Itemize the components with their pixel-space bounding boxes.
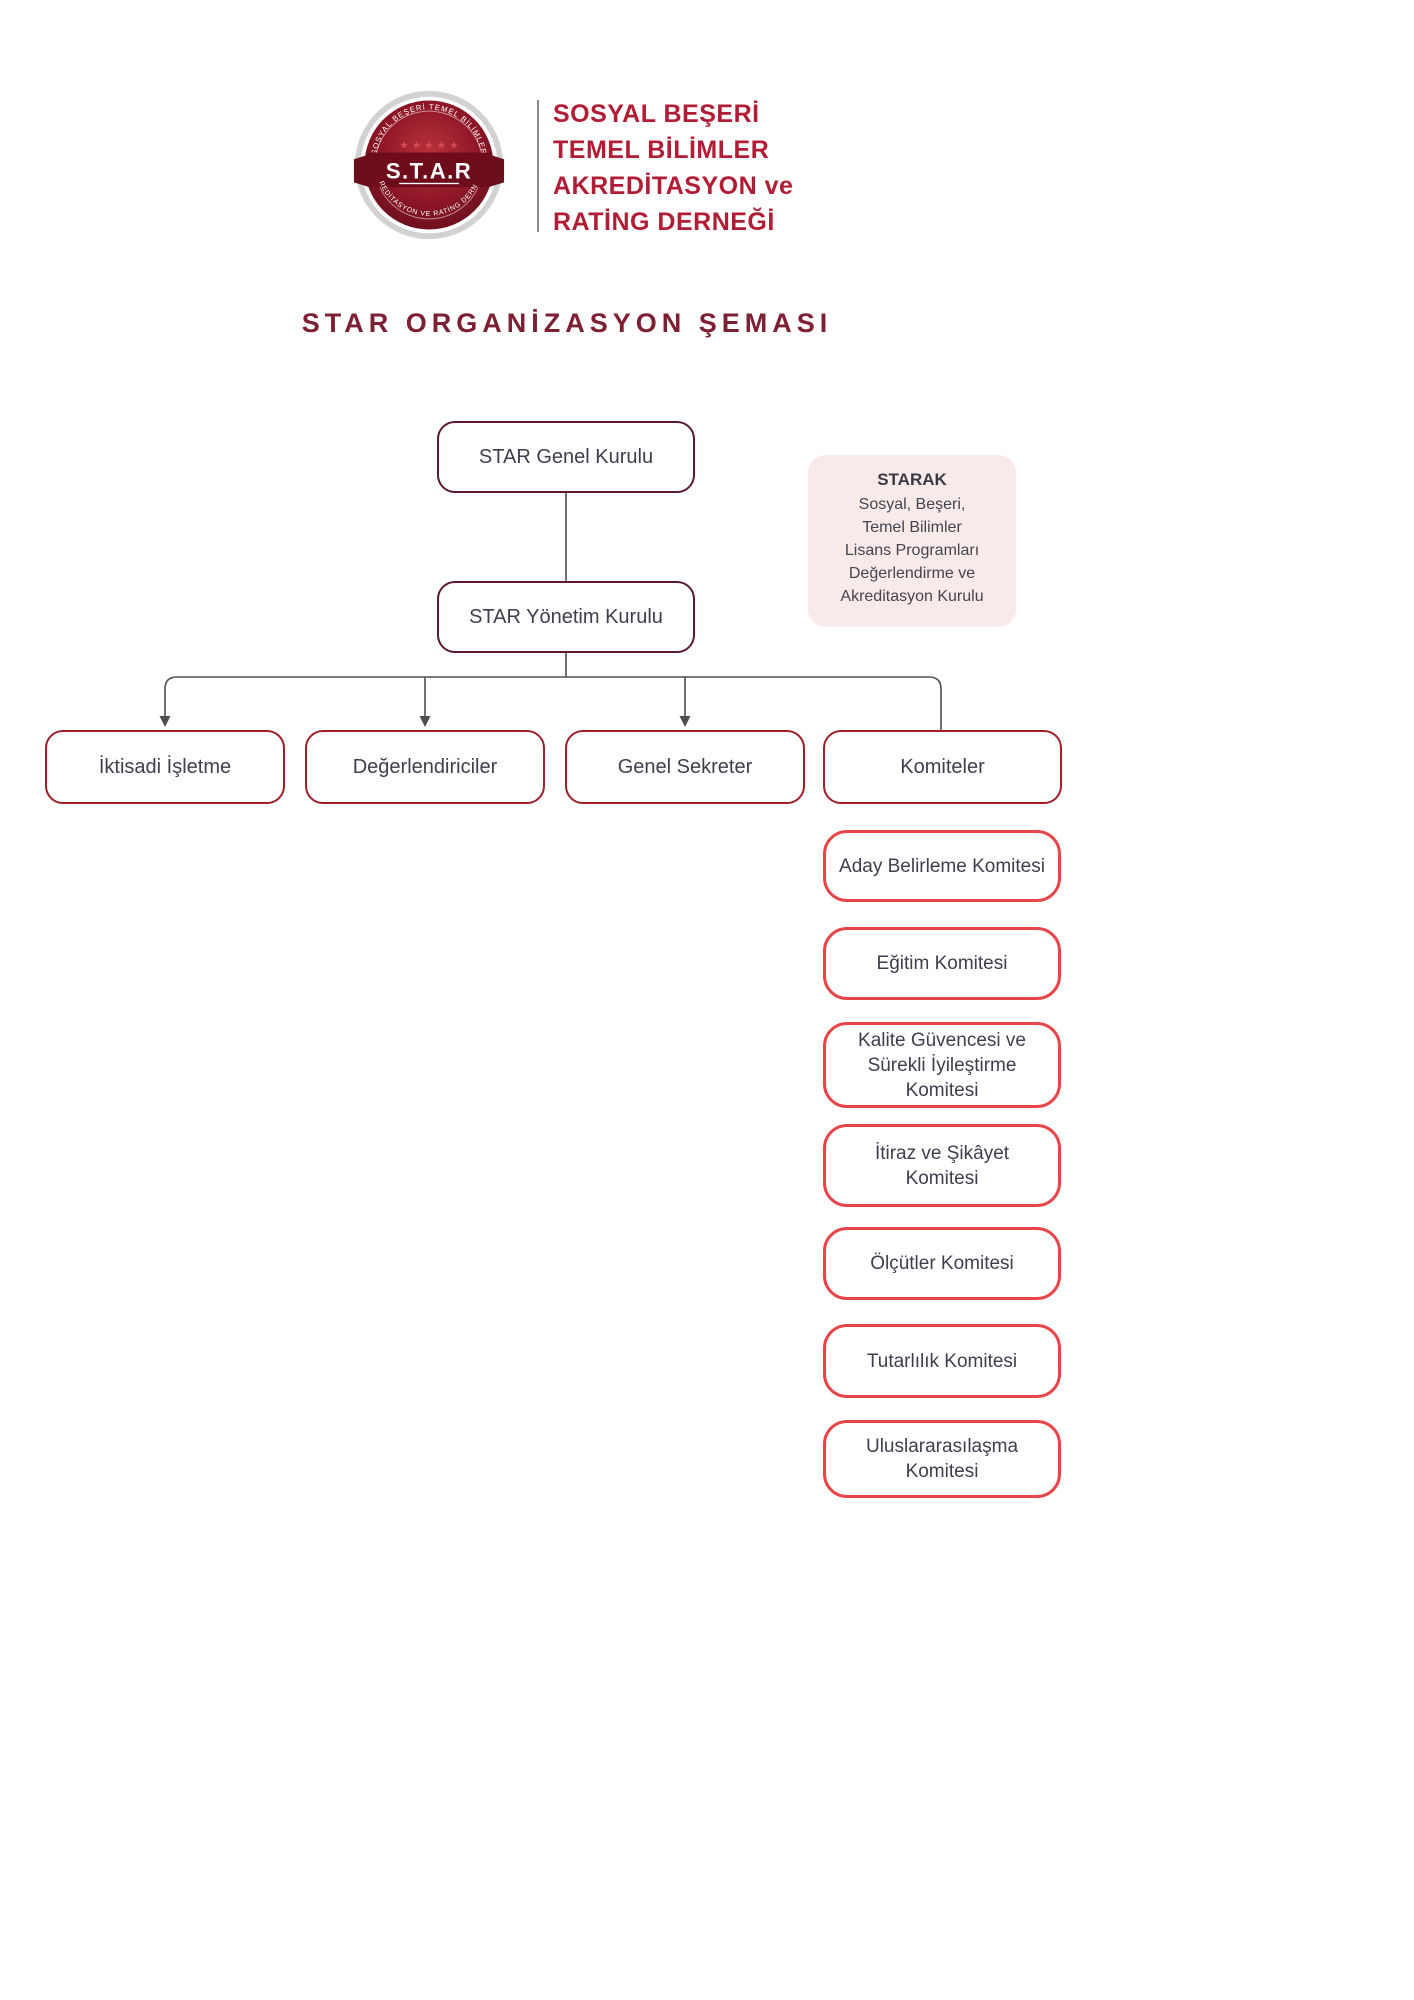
- node-committee-tutarlilik: Tutarlılık Komitesi: [823, 1324, 1061, 1398]
- org-name-line: SOSYAL BEŞERİ: [553, 100, 760, 128]
- header-divider: [537, 100, 539, 232]
- node-committee-uluslararasilasma: Uluslararasılaşma Komitesi: [823, 1420, 1061, 1498]
- connector-arrows: [159, 716, 691, 727]
- node-komiteler: Komiteler: [823, 730, 1062, 804]
- ribbon-right-tail: [488, 154, 505, 188]
- badge-stars-icon: ★ ★ ★ ★ ★: [399, 140, 459, 152]
- organization-name: SOSYAL BEŞERİ TEMEL BİLİMLER AKREDİTASYO…: [553, 96, 793, 240]
- arrow-down-icon: [419, 716, 431, 727]
- node-star-genel-kurulu: STAR Genel Kurulu: [437, 421, 695, 493]
- org-name-line: TEMEL BİLİMLER: [553, 136, 770, 164]
- starak-note-line: Lisans Programları: [844, 542, 980, 559]
- ribbon-banner: [366, 152, 492, 188]
- starak-note-line: Sosyal, Beşeri,: [858, 496, 966, 513]
- starak-note-line: Akreditasyon Kurulu: [840, 588, 984, 605]
- starak-side-note: STARAK Sosyal, Beşeri, Temel Bilimler Li…: [808, 455, 1016, 627]
- arrow-down-icon: [159, 716, 171, 727]
- star-logo-badge: SOSYAL BEŞERİ TEMEL BİLİMLER ★ ★ ★ ★ ★ S…: [352, 88, 505, 240]
- ribbon-left-tail: [353, 154, 370, 188]
- node-star-yonetim-kurulu: STAR Yönetim Kurulu: [437, 581, 695, 653]
- node-committee-egitim: Eğitim Komitesi: [823, 927, 1061, 1000]
- arrow-down-icon: [679, 716, 691, 727]
- node-degerlendiriciler: Değerlendiriciler: [305, 730, 545, 804]
- starak-note-line: Temel Bilimler: [862, 519, 962, 536]
- org-name-line: AKREDİTASYON ve: [553, 172, 794, 200]
- badge-star-text: S.T.A.R: [386, 158, 472, 183]
- node-committee-olcutler: Ölçütler Komitesi: [823, 1227, 1061, 1300]
- node-genel-sekreter: Genel Sekreter: [565, 730, 805, 804]
- node-iktisadi-isletme: İktisadi İşletme: [45, 730, 285, 804]
- node-committee-aday-belirleme: Aday Belirleme Komitesi: [823, 830, 1061, 902]
- starak-note-line: Değerlendirme ve: [848, 565, 976, 582]
- page-title: STAR ORGANİZASYON ŞEMASI: [301, 308, 833, 338]
- starak-note-title: STARAK: [877, 470, 947, 489]
- org-name-line: RATİNG DERNEĞİ: [553, 208, 775, 236]
- connector-spine: [164, 676, 942, 730]
- node-committee-kalite-guvencesi: Kalite Güvencesi ve Sürekli İyileştirme …: [823, 1022, 1061, 1108]
- node-committee-itiraz-sikayet: İtiraz ve Şikâyet Komitesi: [823, 1124, 1061, 1207]
